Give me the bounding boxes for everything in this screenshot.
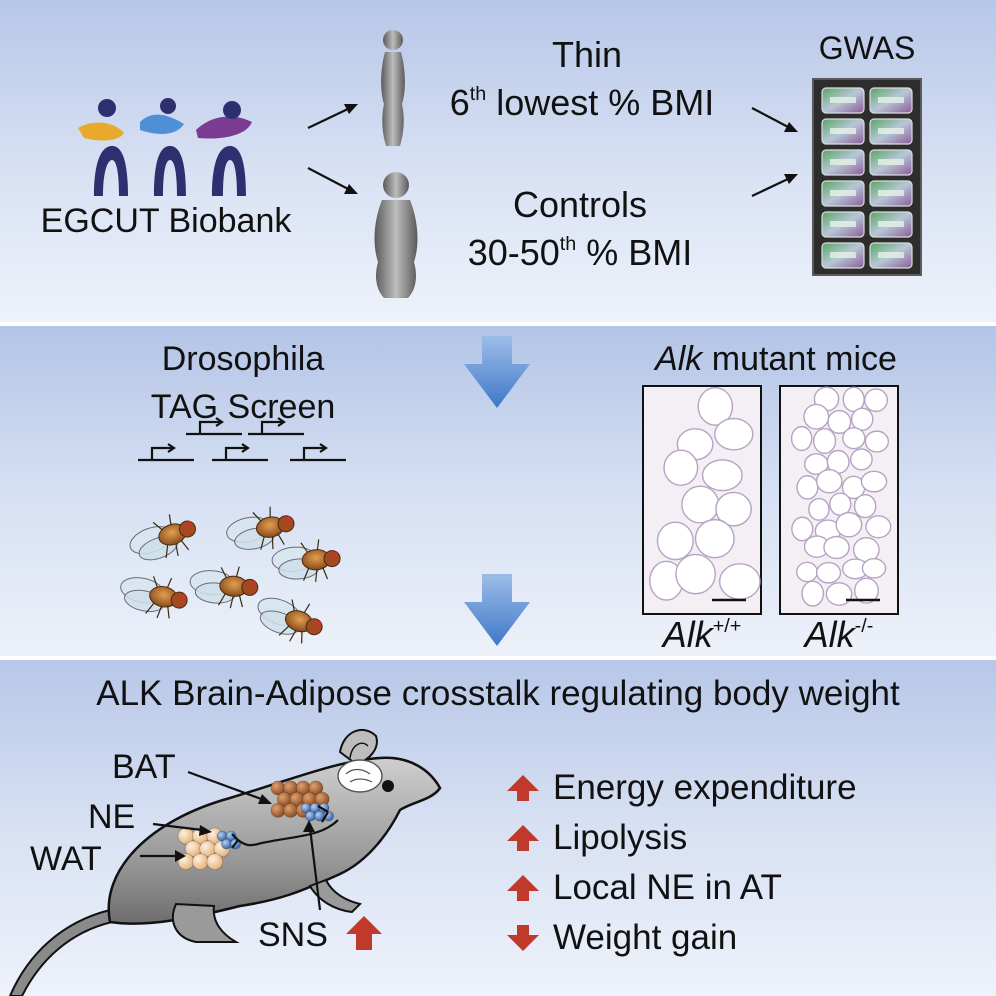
thin-percentile-text: lowest % BMI xyxy=(486,82,715,123)
knockout-gene-name: Alk xyxy=(804,614,855,655)
fly-icon xyxy=(189,566,259,609)
alk-mice-text: mutant mice xyxy=(702,340,897,378)
panel-divider xyxy=(0,322,996,326)
promoter-symbol xyxy=(212,443,268,462)
drosophila-flies-icon xyxy=(120,506,341,644)
promoter-symbols-icon xyxy=(138,417,346,462)
gwas-label: GWAS xyxy=(818,30,916,66)
arrow-up-icon xyxy=(507,825,539,851)
arrow-down-icon xyxy=(507,925,539,951)
knockout-genotype-label: Alk-/- xyxy=(805,614,874,656)
wildtype-gene-name: Alk xyxy=(662,614,713,655)
gwas-panel-graphics xyxy=(78,30,922,298)
chip-cell xyxy=(821,180,865,207)
chip-cell xyxy=(869,211,913,238)
screen-panel-graphics xyxy=(120,336,899,646)
fly-icon xyxy=(226,506,295,550)
flow-arrow-down-icon xyxy=(464,336,530,408)
controls-percentile-text: % BMI xyxy=(576,232,693,273)
promoter-symbol xyxy=(290,443,346,462)
screen-panel: Drosophila TAG Screen Alk mutant mice Al… xyxy=(0,326,996,656)
effect-item: Weight gain xyxy=(505,918,737,958)
effect-text: Weight gain xyxy=(553,918,738,957)
biobank-arrows xyxy=(307,104,798,197)
chip-cell xyxy=(821,149,865,176)
mechanism-panel-graphics xyxy=(8,728,442,996)
promoter-symbol xyxy=(186,417,242,436)
panel-divider xyxy=(0,656,996,660)
bat-label: BAT xyxy=(112,748,176,786)
effect-item: Lipolysis xyxy=(505,818,687,858)
fly-icon xyxy=(120,576,188,619)
wildtype-genotype-label: Alk+/+ xyxy=(663,614,742,656)
promoter-symbol xyxy=(138,443,194,462)
effect-item: Energy expenditure xyxy=(505,768,857,808)
mechanism-title: ALK Brain-Adipose crosstalk regulating b… xyxy=(96,674,900,713)
controls-percentile-sup: th xyxy=(559,233,577,256)
sns-nerve-icon xyxy=(231,805,339,849)
chip-cell xyxy=(869,87,913,114)
flow-arrow-down-icon xyxy=(464,574,530,646)
thin-percentile: 6th lowest % BMI xyxy=(450,82,715,124)
thin-label: Thin xyxy=(551,34,623,75)
chip-cell xyxy=(869,180,913,207)
chip-cell xyxy=(869,118,913,145)
alk-gene-name: Alk xyxy=(655,340,703,378)
sns-up-arrow-icon xyxy=(346,916,382,950)
wat-label: WAT xyxy=(30,840,102,878)
alk-mice-label: Alk mutant mice xyxy=(655,340,897,379)
chip-cell xyxy=(821,211,865,238)
arrow-up-icon xyxy=(507,875,539,901)
mechanism-panel: ALK Brain-Adipose crosstalk regulating b… xyxy=(0,660,996,996)
controls-label: Controls xyxy=(512,184,648,225)
controls-percentile-number: 30-50 xyxy=(467,232,560,273)
controls-percentile: 30-50th % BMI xyxy=(468,232,693,274)
histology-wildtype-image xyxy=(642,385,762,615)
drosophila-label: Drosophila xyxy=(161,340,325,378)
chip-cell xyxy=(821,87,865,114)
wildtype-sup: +/+ xyxy=(712,615,742,638)
brain-icon xyxy=(337,759,383,793)
chip-cell xyxy=(821,118,865,145)
knockout-sup: -/- xyxy=(854,615,874,638)
effect-text: Lipolysis xyxy=(553,818,688,857)
label-pointers xyxy=(140,770,322,911)
thin-percentile-number: 6 xyxy=(449,82,470,123)
biobank-label: EGCUT Biobank xyxy=(40,202,292,240)
thin-silhouette-icon xyxy=(381,30,405,146)
thin-percentile-sup: th xyxy=(469,83,487,106)
egcut-logo-icon xyxy=(78,98,252,196)
effect-text: Energy expenditure xyxy=(553,768,857,807)
fly-icon xyxy=(129,514,196,561)
ne-label: NE xyxy=(88,798,136,836)
tag-screen-label: TAG Screen xyxy=(150,388,336,426)
promoter-symbol xyxy=(248,417,304,436)
arrow-up-icon xyxy=(507,775,539,801)
chip-cell xyxy=(821,242,865,269)
gwas-panel: Thin 6th lowest % BMI Controls 30-50th %… xyxy=(0,0,996,322)
gwas-chip-icon xyxy=(812,78,922,276)
fly-icon xyxy=(257,597,323,644)
effect-item: Local NE in AT xyxy=(505,868,782,908)
fly-icon xyxy=(271,539,341,582)
chip-cell xyxy=(869,149,913,176)
sns-label: SNS xyxy=(258,916,328,954)
effect-text: Local NE in AT xyxy=(553,868,782,907)
control-silhouette-icon xyxy=(374,172,418,298)
histology-knockout-image xyxy=(779,385,899,615)
chip-cell xyxy=(869,242,913,269)
